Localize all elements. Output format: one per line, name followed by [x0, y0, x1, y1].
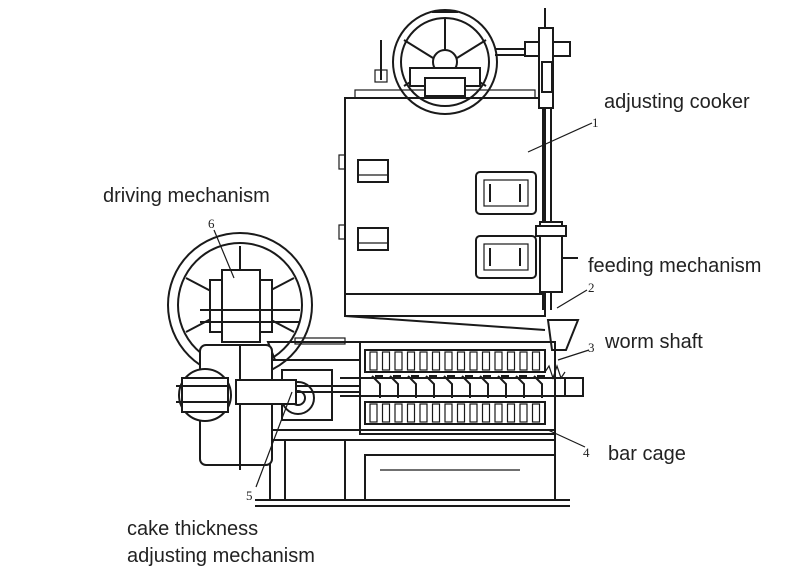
cage-bar [431, 351, 441, 371]
worm-flight [461, 375, 473, 398]
worm-flight [479, 375, 491, 398]
cage-bar [419, 351, 428, 371]
cage-bar [431, 403, 441, 423]
cage-bars [369, 351, 541, 423]
label-bar-cage: bar cage [608, 443, 686, 465]
label-feeding-mechanism: feeding mechanism [588, 255, 761, 277]
worm-flight [371, 375, 383, 398]
callout-4: 4 [583, 445, 590, 460]
cage-bar [444, 403, 453, 423]
cage-bar [444, 351, 453, 371]
cage-bar [381, 403, 391, 423]
base-frame [255, 429, 570, 507]
worm-flight [425, 375, 437, 398]
cage-bar [506, 403, 516, 423]
cage-bar [469, 351, 478, 371]
cage-bar [519, 403, 528, 423]
worm-flight [515, 375, 527, 398]
label-adjusting-cooker: adjusting cooker [604, 91, 750, 113]
worm-flight [497, 375, 509, 398]
leader-lines [213, 122, 593, 488]
worm-flights [371, 375, 545, 398]
cage-bar [481, 351, 491, 371]
cage-bar [469, 403, 478, 423]
cage-bar [519, 351, 528, 371]
label-worm-shaft: worm shaft [604, 331, 703, 353]
cage-bar [456, 351, 466, 371]
cage-bar [406, 351, 416, 371]
cage-bar [506, 351, 516, 371]
label-cake-thickness: cake thickness [127, 518, 258, 540]
cage-bar [419, 403, 428, 423]
label-driving-mechanism: driving mechanism [103, 185, 270, 207]
driving-wheel [167, 232, 360, 470]
vertical-feed-shaft [495, 8, 580, 351]
callout-6: 6 [208, 216, 215, 231]
cage-bar [531, 403, 541, 423]
callout-1: 1 [592, 115, 599, 130]
cage-bar [381, 351, 391, 371]
cage-bar [456, 403, 466, 423]
cooker-body [338, 89, 546, 331]
cage-bar [369, 403, 378, 423]
cage-bar [394, 351, 403, 371]
cage-bar [481, 403, 491, 423]
cage-bar [394, 403, 403, 423]
top-gear-wheel [374, 9, 498, 115]
callout-5: 5 [246, 488, 253, 503]
cage-bar [494, 403, 503, 423]
worm-flight [389, 375, 401, 398]
worm-flight [533, 375, 545, 398]
callout-2: 2 [588, 280, 595, 295]
cage-bar [406, 403, 416, 423]
cage-bar [531, 351, 541, 371]
label-adjusting-mechanism: adjusting mechanism [127, 545, 315, 567]
cage-bar [494, 351, 503, 371]
callout-3: 3 [588, 340, 595, 355]
bar-cage-chamber [340, 341, 584, 435]
worm-flight [407, 375, 419, 398]
cage-bar [369, 351, 378, 371]
worm-flight [443, 375, 455, 398]
